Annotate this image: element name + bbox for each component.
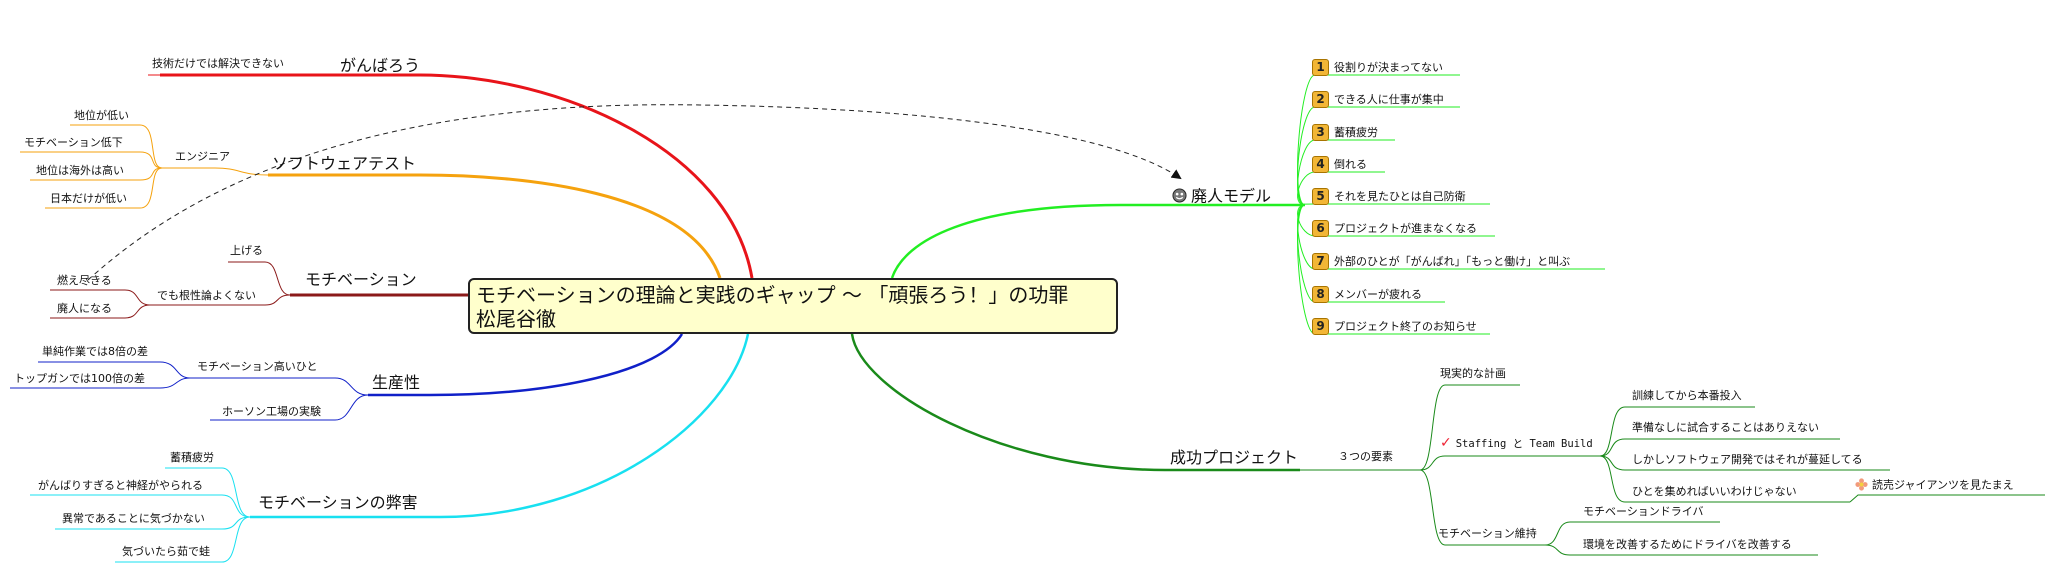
number-8-icon: 8: [1312, 286, 1329, 303]
list-item[interactable]: 準備なしに試合することはありえない: [1632, 421, 1819, 434]
subtopic-realistic-plan[interactable]: 現実的な計画: [1440, 367, 1506, 380]
topic-software-test[interactable]: ソフトウェアテスト: [272, 154, 417, 173]
topic-success-project[interactable]: 成功プロジェクト: [1170, 448, 1299, 467]
subtopic-staffing[interactable]: ✓Staffing と Team Build: [1440, 435, 1593, 451]
subtopic-engineer[interactable]: エンジニア: [175, 150, 230, 163]
list-item[interactable]: ひとを集めればいいわけじゃない: [1632, 485, 1797, 498]
smiley-icon: [1172, 188, 1187, 206]
list-item[interactable]: がんばりすぎると神経がやられる: [38, 479, 203, 492]
number-1-icon: 1: [1312, 59, 1329, 76]
list-item[interactable]: 地位は海外は高い: [36, 164, 124, 177]
branch-test: [268, 173, 722, 279]
list-item[interactable]: モチベーション低下: [24, 136, 123, 149]
list-item[interactable]: 地位が低い: [74, 109, 129, 122]
branch-success: [850, 333, 1300, 472]
list-item[interactable]: 日本だけが低い: [50, 192, 127, 205]
subtopic-ageru[interactable]: 上げる: [230, 244, 263, 257]
central-topic[interactable]: モチベーションの理論と実践のギャップ 〜 「頑張ろう！」の功罪 松尾谷徹: [468, 278, 1118, 334]
number-6-icon: 6: [1312, 220, 1329, 237]
topic-motivation[interactable]: モチベーション: [305, 270, 417, 289]
topic-harm[interactable]: モチベーションの弊害: [258, 493, 418, 512]
branch-productivity: [368, 333, 684, 397]
check-icon: ✓: [1440, 435, 1452, 451]
topic-haijin-label: 廃人モデル: [1191, 186, 1272, 206]
branch-harm: [250, 333, 750, 519]
subtopic-keep-motivation[interactable]: モチベーション維持: [1438, 527, 1537, 540]
number-2-icon: 2: [1312, 91, 1329, 108]
list-item[interactable]: 燃え尽きる: [57, 274, 112, 287]
list-item[interactable]: しかしソフトウェア開発ではそれが蔓延してる: [1632, 453, 1863, 466]
number-7-icon: 7: [1312, 253, 1329, 270]
list-item[interactable]: 訓練してから本番投入: [1632, 389, 1742, 402]
subtopic-giants[interactable]: 読売ジャイアンツを見たまえ: [1855, 478, 2014, 493]
list-item[interactable]: モチベーションドライバ: [1583, 505, 1704, 518]
branch-haijin: [890, 203, 1305, 279]
topic-productivity[interactable]: 生産性: [372, 373, 421, 392]
list-item[interactable]: 単純作業では8倍の差: [42, 345, 148, 358]
list-item[interactable]: 異常であることに気づかない: [62, 512, 205, 525]
central-title: モチベーションの理論と実践のギャップ 〜 「頑張ろう！」の功罪: [476, 283, 1069, 307]
list-item[interactable]: 廃人になる: [57, 302, 112, 315]
cross-link-arrow: [87, 104, 1182, 281]
topic-ganbarou[interactable]: がんばろう: [340, 56, 421, 75]
subtopic-gijutsu[interactable]: 技術だけでは解決できない: [152, 57, 284, 70]
list-item[interactable]: 気づいたら茹で蛙: [122, 545, 210, 558]
subtopic-three-elements[interactable]: ３つの要素: [1338, 450, 1393, 463]
list-item[interactable]: 環境を改善するためにドライバを改善する: [1583, 538, 1792, 551]
number-9-icon: 9: [1312, 318, 1329, 335]
topic-haijin-model[interactable]: 廃人モデル: [1172, 188, 1271, 206]
subtopic-konjo[interactable]: でも根性論よくない: [157, 289, 256, 302]
number-3-icon: 3: [1312, 124, 1329, 141]
number-4-icon: 4: [1312, 156, 1329, 173]
subtopic-high-motivation[interactable]: モチベーション高いひと: [197, 360, 318, 373]
list-item[interactable]: 蓄積疲労: [170, 451, 214, 464]
list-item[interactable]: トップガンでは100倍の差: [14, 372, 145, 385]
flower-icon: [1855, 478, 1868, 493]
number-5-icon: 5: [1312, 188, 1329, 205]
branch-ganbarou: [160, 73, 754, 279]
central-author: 松尾谷徹: [476, 307, 556, 331]
subtopic-hawthorne[interactable]: ホーソン工場の実験: [222, 405, 321, 418]
